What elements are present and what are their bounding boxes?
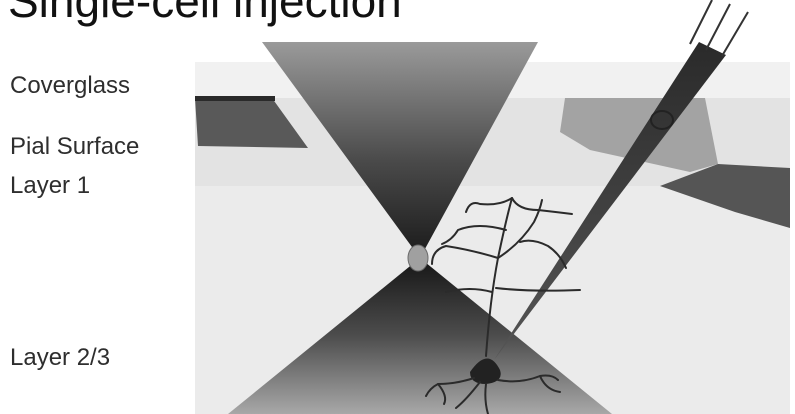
pipette-wall-mid [706, 4, 730, 50]
label-coverglass: Coverglass [10, 74, 130, 98]
label-layer-2-3: Layer 2/3 [10, 346, 110, 370]
focal-spot [408, 245, 428, 271]
pipette-wall-left [690, 0, 712, 44]
label-layer-1: Layer 1 [10, 174, 90, 198]
figure-title: Single-cell injection [8, 0, 402, 24]
label-pial-surface: Pial Surface [10, 135, 139, 159]
pipette-wall-right [722, 12, 748, 56]
coverglass-left-edge [195, 96, 275, 101]
